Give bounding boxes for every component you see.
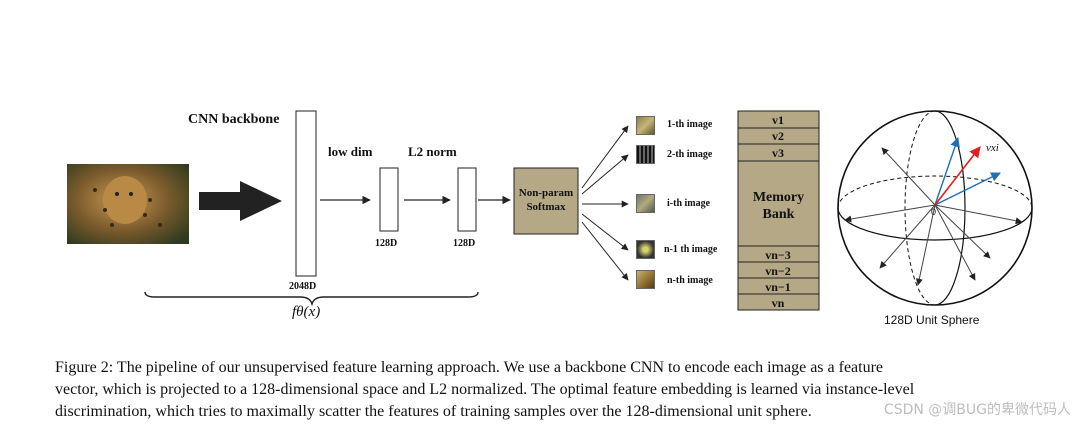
caption-line-2: vector, which is projected to a 128-dime… [55,381,915,398]
sphere-origin-label: 0 [931,207,937,217]
thumb-i [636,194,655,213]
image-label-n: n-th image [667,275,713,286]
softmax-label-line2: Softmax [526,201,566,213]
low-dim-box [379,167,399,232]
low-dim-label: low dim [328,144,373,159]
memory-row-vn-3: vn−3 [765,248,791,262]
image-label-n-1: n-1 th image [664,244,718,255]
memory-row-vn-2: vn−2 [765,264,791,278]
thumb-1 [636,116,655,135]
figure-caption: Figure 2: The pipeline of our unsupervis… [55,357,1045,423]
memory-row-vn: vn [771,296,785,310]
cnn-backbone-box [295,110,317,277]
memory-row-v2: v2 [772,129,784,143]
caption-line-1: Figure 2: The pipeline of our unsupervis… [55,359,884,376]
brace-icon [144,291,479,307]
sphere-caption: 128D Unit Sphere [884,313,980,327]
unit-sphere [837,110,1033,306]
pipeline-diagram [67,110,1033,311]
l2-norm-label: L2 norm [408,144,457,159]
softmax-box [513,167,579,235]
thumb-2 [636,145,655,164]
ftheta-label: fθ(x) [292,304,321,320]
dim-128-label-b: 128D [453,238,476,249]
image-label-1: 1-th image [667,119,713,130]
big-arrow-icon [199,181,282,221]
memory-bank-label-line2: Bank [762,207,795,222]
dim-2048-label: 2048D [289,281,317,292]
csdn-watermark: CSDN @调BUG的卑微代码人 [883,402,1071,418]
thumb-n-1 [636,240,655,259]
sphere-vector-label: vxi [986,142,999,154]
dim-128-label-a: 128D [375,238,398,249]
memory-bank-label-line1: Memory [752,190,805,205]
memory-bank-rows: v1 v2 v3 Memory Bank vn−3 vn−2 vn−1 vn [738,111,819,310]
thumb-n [636,270,655,289]
input-image-leopard [67,164,189,244]
memory-row-v3: v3 [772,146,784,160]
memory-row-vn-1: vn−1 [765,280,791,294]
image-label-2: 2-th image [667,149,713,160]
l2-norm-box [457,167,477,232]
memory-row-v1: v1 [772,113,784,127]
memory-bank-label: Memory Bank [738,189,819,223]
caption-line-3: discrimination, which tries to maximally… [55,403,812,420]
image-label-i: i-th image [667,198,711,209]
softmax-label: Non-param Softmax [514,186,578,214]
cnn-backbone-label: CNN backbone [188,112,280,127]
softmax-label-line1: Non-param [518,187,574,199]
